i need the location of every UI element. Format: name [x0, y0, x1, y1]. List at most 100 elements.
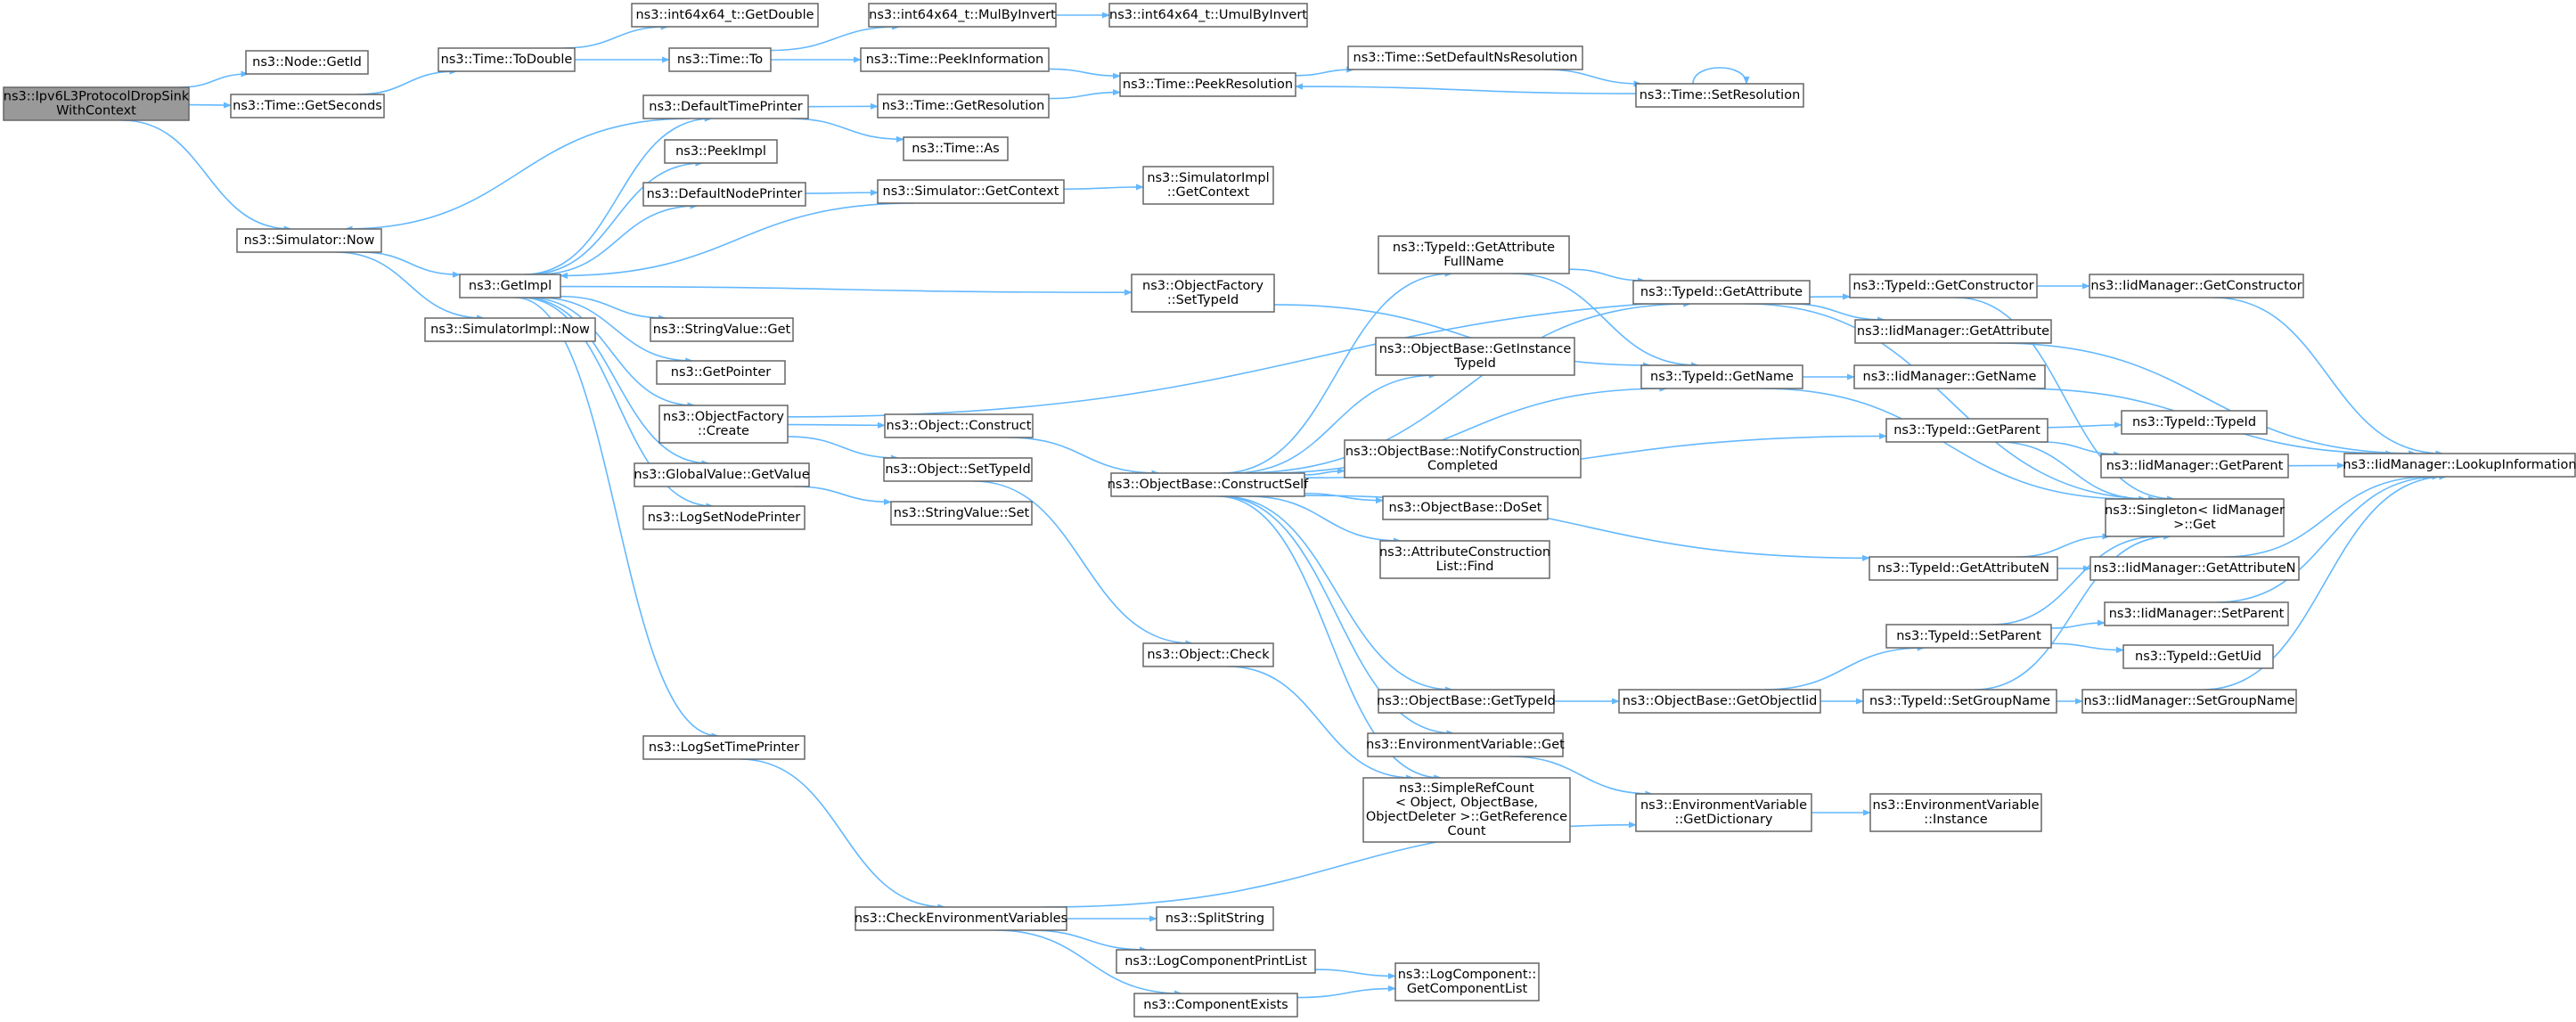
node-objbase-getobjectiid[interactable]: ns3::ObjectBase::GetObjectIid: [1618, 689, 1821, 714]
node-defaultnodeprinter[interactable]: ns3::DefaultNodePrinter: [642, 182, 806, 207]
node-box: [1375, 337, 1575, 376]
node-checkenvvars[interactable]: ns3::CheckEnvironmentVariables: [855, 906, 1067, 931]
node-time-peekinformation[interactable]: ns3::Time::PeekInformation: [860, 47, 1050, 72]
node-time-getresolution[interactable]: ns3::Time::GetResolution: [877, 94, 1050, 119]
node-objbase-constructself[interactable]: ns3::ObjectBase::ConstructSelf: [1108, 472, 1309, 497]
node-label: ns3::ObjectBase::GetObjectIid: [1623, 694, 1818, 708]
node-box: [2105, 498, 2285, 537]
node-label: ns3::Object::SetTypeId: [885, 462, 1030, 477]
node-peekimpl[interactable]: ns3::PeekImpl: [664, 139, 778, 164]
node-int64-getdouble[interactable]: ns3::int64x64_t::GetDouble: [631, 3, 819, 28]
node-iid-getconstructor[interactable]: ns3::IidManager::GetConstructor: [2089, 274, 2304, 298]
node-globalvalue-getvalue[interactable]: ns3::GlobalValue::GetValue: [634, 462, 810, 487]
node-typeid-getname[interactable]: ns3::TypeId::GetName: [1640, 364, 1803, 389]
node-splitstring[interactable]: ns3::SplitString: [1156, 906, 1274, 931]
node-object-settypeid[interactable]: ns3::Object::SetTypeId: [883, 457, 1033, 482]
node-iid-setparent[interactable]: ns3::IidManager::SetParent: [2104, 601, 2289, 626]
node-box: [1347, 45, 1583, 70]
node-objfactory-settypeid[interactable]: ns3::ObjectFactory::SetTypeId: [1131, 274, 1275, 313]
node-envvar-getdictionary[interactable]: ns3::EnvironmentVariable::GetDictionary: [1635, 793, 1812, 832]
node-time-setdefaultns[interactable]: ns3::Time::SetDefaultNsResolution: [1347, 45, 1583, 70]
node-iid-lookupinformation[interactable]: ns3::IidManager::LookupInformation: [2343, 453, 2576, 478]
node-label: ns3::SimulatorImpl: [1147, 171, 1269, 185]
node-label: ::GetContext: [1167, 185, 1250, 200]
node-label: ns3::Object::Check: [1147, 648, 1270, 662]
node-node-getid[interactable]: ns3::Node::GetId: [245, 50, 369, 75]
node-object-construct[interactable]: ns3::Object::Construct: [884, 413, 1034, 438]
call-edge: [1273, 304, 1651, 369]
node-box: [1869, 556, 2058, 581]
call-edge: [1222, 495, 1453, 693]
node-box: [868, 3, 1057, 28]
node-defaulttimeprinter[interactable]: ns3::DefaultTimePrinter: [642, 94, 809, 119]
node-time-getseconds[interactable]: ns3::Time::GetSeconds: [230, 94, 385, 119]
node-simplerefcount[interactable]: ns3::SimpleRefCount< Object, ObjectBase,…: [1362, 777, 1571, 843]
call-edge: [1511, 273, 1699, 369]
node-box: [1862, 689, 2057, 714]
node-objbase-notifyconstruction[interactable]: ns3::ObjectBase::NotifyConstructionCompl…: [1344, 439, 1582, 478]
node-box: [1394, 962, 1540, 1002]
node-typeid-setparent[interactable]: ns3::TypeId::SetParent: [1885, 624, 2052, 649]
node-box: [2121, 410, 2268, 435]
node-typeid-getattributen[interactable]: ns3::TypeId::GetAttributeN: [1869, 556, 2058, 581]
edges-layer: [121, 12, 2448, 999]
node-getpointer[interactable]: ns3::GetPointer: [656, 360, 786, 385]
node-iid-getattributen[interactable]: ns3::IidManager::GetAttributeN: [2089, 556, 2300, 581]
node-logsettimeprinter[interactable]: ns3::LogSetTimePrinter: [642, 735, 806, 760]
node-box: [855, 906, 1067, 931]
node-iid-getparent[interactable]: ns3::IidManager::GetParent: [2100, 454, 2289, 478]
node-typeid-setgroupname[interactable]: ns3::TypeId::SetGroupName: [1862, 689, 2057, 714]
node-time-to[interactable]: ns3::Time::To: [668, 47, 772, 72]
node-sim-now[interactable]: ns3::Simulator::Now: [236, 228, 382, 253]
node-simimpl-getcontext[interactable]: ns3::SimulatorImpl::GetContext: [1142, 166, 1274, 205]
node-typeid-getattribute[interactable]: ns3::TypeId::GetAttribute: [1632, 280, 1811, 305]
node-objbase-gettypeid[interactable]: ns3::ObjectBase::GetTypeId: [1377, 689, 1556, 714]
node-label: ns3::GetPointer: [671, 365, 772, 380]
node-int64-umulbyinvert[interactable]: ns3::int64x64_t::UmulByInvert: [1108, 3, 1308, 28]
node-envvar-instance[interactable]: ns3::EnvironmentVariable::Instance: [1869, 793, 2042, 832]
call-edge: [1304, 467, 1345, 476]
node-logcomponentprintlist[interactable]: ns3::LogComponentPrintList: [1116, 949, 1316, 974]
node-objbase-doset[interactable]: ns3::ObjectBase::DoSet: [1382, 495, 1549, 520]
node-int64-mulbyinvert[interactable]: ns3::int64x64_t::MulByInvert: [868, 3, 1057, 28]
node-logsetnodeprinter[interactable]: ns3::LogSetNodePrinter: [642, 505, 806, 530]
call-edge: [1219, 495, 1455, 737]
node-simimpl-now[interactable]: ns3::SimulatorImpl::Now: [424, 317, 596, 342]
node-stringvalue-set[interactable]: ns3::StringValue::Set: [890, 501, 1033, 526]
node-getimpl[interactable]: ns3::GetImpl: [459, 274, 561, 298]
node-time-todouble[interactable]: ns3::Time::ToDouble: [438, 47, 576, 72]
node-box: [1116, 949, 1316, 974]
node-object-check[interactable]: ns3::Object::Check: [1142, 642, 1274, 667]
node-typeid-typeid[interactable]: ns3::TypeId::TypeId: [2121, 410, 2268, 435]
node-sim-getcontext[interactable]: ns3::Simulator::GetContext: [877, 179, 1065, 204]
node-stringvalue-get[interactable]: ns3::StringValue::Get: [650, 317, 794, 342]
node-time-peekresolution[interactable]: ns3::Time::PeekResolution: [1119, 72, 1296, 97]
node-label: ns3::ObjectFactory: [663, 410, 784, 424]
node-iid-getattribute[interactable]: ns3::IidManager::GetAttribute: [1854, 319, 2052, 344]
call-edge: [1048, 68, 1121, 79]
call-edge: [560, 285, 1133, 296]
node-box: [1379, 540, 1550, 579]
node-box: [1869, 793, 2042, 832]
node-typeid-getconstructor[interactable]: ns3::TypeId::GetConstructor: [1849, 274, 2038, 298]
node-objfactory-create[interactable]: ns3::ObjectFactory::Create: [658, 405, 789, 444]
node-singleton-get[interactable]: ns3::Singleton< IidManager >::Get: [2105, 498, 2285, 537]
node-iid-setgroupname[interactable]: ns3::IidManager::SetGroupName: [2081, 689, 2297, 714]
node-time-as[interactable]: ns3::Time::As: [903, 136, 1009, 161]
call-edge: [523, 297, 710, 467]
node-box: [1110, 472, 1305, 497]
node-typeid-getparent[interactable]: ns3::TypeId::GetParent: [1885, 418, 2049, 443]
node-typeid-getuid[interactable]: ns3::TypeId::GetUid: [2122, 644, 2274, 669]
call-edge: [2202, 473, 2448, 691]
node-iid-getname[interactable]: ns3::IidManager::GetName: [1853, 364, 2046, 389]
node-time-setresolution[interactable]: ns3::Time::SetResolution: [1635, 83, 1804, 108]
node-label: ns3::Time::SetDefaultNsResolution: [1353, 51, 1578, 65]
node-componentexists[interactable]: ns3::ComponentExists: [1133, 993, 1298, 1018]
node-logcomponent-getlist[interactable]: ns3::LogComponent::GetComponentList: [1394, 962, 1540, 1002]
node-envvar-get[interactable]: ns3::EnvironmentVariable::Get: [1366, 732, 1565, 757]
